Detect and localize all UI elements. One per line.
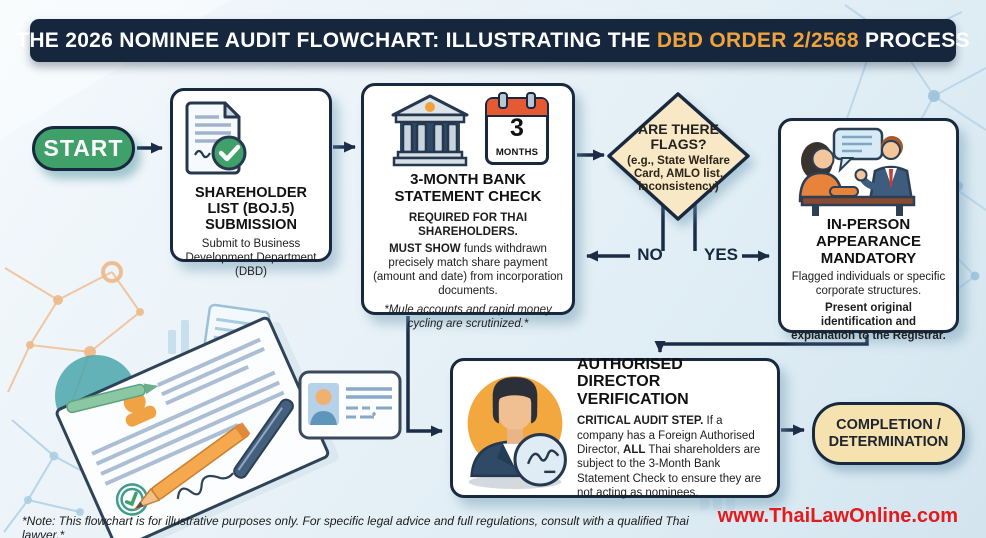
director-body: CRITICAL AUDIT STEP. If a company has a … — [577, 414, 769, 500]
flags-title: ARE THERE FLAGS? — [638, 121, 719, 153]
calendar-3-months-icon: 3 MONTHS — [485, 92, 549, 165]
navy-pen-icon — [233, 398, 294, 479]
title-banner: THE 2026 NOMINEE AUDIT FLOWCHART: ILLUST… — [16, 19, 970, 62]
director-title: AUTHORISED DIRECTOR VERIFICATION — [577, 355, 689, 409]
title-prefix: THE 2026 NOMINEE AUDIT FLOWCHART: ILLUST… — [16, 28, 657, 52]
bank-body-rest: funds withdrawn precisely match share pa… — [373, 242, 563, 297]
bank-body: MUST SHOW funds withdrawn precisely matc… — [372, 242, 564, 298]
network-nodes-blue — [24, 451, 84, 516]
calendar-label: MONTHS — [495, 147, 539, 158]
bank-note: *Mule accounts and rapid money cycling a… — [384, 303, 552, 330]
shareholder-title: SHAREHOLDER LIST (BOJ.5) SUBMISSION — [195, 185, 307, 234]
director-signature-badge-icon — [467, 376, 567, 489]
bank-must-show: MUST SHOW — [389, 242, 461, 255]
branch-no-label: NO — [637, 245, 663, 264]
completion-node: COMPLETION / DETERMINATION — [812, 402, 965, 465]
flags-subtitle: (e.g., State Welfare Card, AMLO list, in… — [627, 154, 730, 194]
id-card-icon — [298, 370, 402, 440]
green-pencil-icon — [66, 383, 159, 414]
inperson-title: IN-PERSON APPEARANCE MANDATORY — [815, 216, 921, 267]
man-tie — [889, 169, 893, 187]
director-all: ALL — [623, 443, 646, 456]
bank-required-line: REQUIRED FOR THAI SHAREHOLDERS. — [408, 211, 528, 238]
director-verification-node: AUTHORISED DIRECTOR VERIFICATION CRITICA… — [450, 355, 780, 500]
inperson-body2: Present original identification and expl… — [791, 302, 946, 343]
bank-statement-node: 3 MONTHS 3-MONTH BANK STATEMENT CHECK RE… — [361, 83, 575, 330]
orange-pen-icon — [133, 422, 251, 511]
two-people-meeting-icon — [798, 127, 916, 216]
start-label: START — [43, 135, 124, 161]
director-body-rest: Thai shareholders are subject to the 3-M… — [577, 443, 762, 500]
start-node: START — [32, 126, 135, 171]
calendar-ring — [498, 92, 508, 109]
calendar-ring — [526, 92, 536, 109]
in-person-node: IN-PERSON APPEARANCE MANDATORY Flagged i… — [778, 118, 959, 342]
director-body-mid: If a company has a Foreign Authorised Di… — [577, 415, 755, 456]
director-critical: CRITICAL AUDIT STEP. — [577, 415, 704, 428]
signed-document-illustration — [55, 316, 340, 538]
network-nodes-orange — [26, 261, 144, 358]
branch-yes-label: YES — [703, 245, 739, 264]
title-highlight: DBD ORDER 2/2568 — [656, 28, 859, 52]
page-title: THE 2026 NOMINEE AUDIT FLOWCHART: ILLUST… — [16, 29, 970, 53]
arrow-bank-to-director — [406, 316, 443, 437]
bank-building-icon — [391, 94, 469, 167]
document-check-icon — [185, 101, 247, 175]
completion-label: COMPLETION / DETERMINATION — [828, 416, 949, 450]
shareholder-list-node: SHAREHOLDER LIST (BOJ.5) SUBMISSION Subm… — [170, 88, 332, 278]
flags-decision-text: ARE THERE FLAGS? (e.g., State Welfare Ca… — [612, 121, 745, 194]
website-link[interactable]: www.ThaiLawOnline.com — [717, 505, 958, 527]
table — [800, 195, 916, 207]
bank-title: 3-MONTH BANK STATEMENT CHECK — [394, 171, 542, 205]
decision-diamond — [607, 92, 750, 221]
calendar-number: 3 — [510, 114, 524, 142]
title-suffix: PROCESS — [858, 28, 970, 52]
check-icon — [218, 144, 241, 162]
arrow-inperson-to-director — [654, 335, 869, 353]
inperson-body1: Flagged individuals or specific corporat… — [791, 271, 946, 298]
shareholder-subtitle: Submit to Business Development Departmen… — [185, 237, 317, 278]
disclaimer-note: *Note: This flowchart is for illustrativ… — [22, 514, 689, 538]
signature-squiggle — [176, 472, 234, 499]
